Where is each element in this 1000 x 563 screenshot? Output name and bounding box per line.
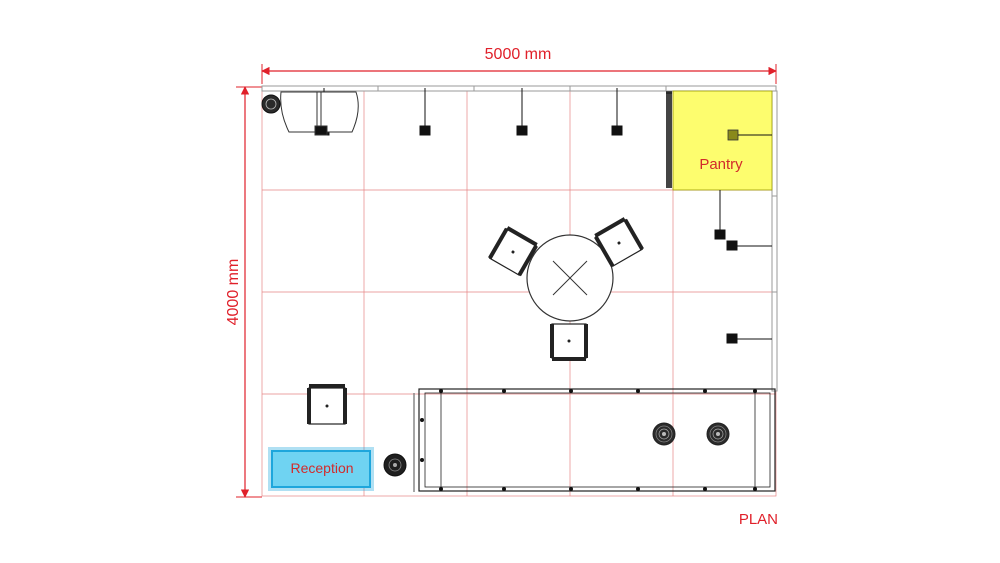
display-item-icon bbox=[706, 422, 730, 446]
spotlight-icon bbox=[419, 88, 431, 136]
spotlight-icon bbox=[726, 240, 772, 251]
spotlight-icon bbox=[516, 88, 528, 136]
plan-view-label: PLAN bbox=[739, 511, 778, 528]
round-table-group bbox=[488, 217, 644, 361]
chair-icon bbox=[488, 226, 538, 277]
chair-icon bbox=[550, 323, 588, 361]
reception-plant-icon bbox=[383, 453, 407, 477]
spotlight-icon bbox=[611, 88, 623, 136]
display-item-icon bbox=[652, 422, 676, 446]
display-counter bbox=[413, 388, 776, 492]
back-wall-spotlights bbox=[318, 88, 623, 136]
spotlight-icon bbox=[714, 190, 726, 240]
reception-label: Reception bbox=[290, 460, 353, 476]
pantry-label: Pantry bbox=[699, 156, 743, 173]
right-wall bbox=[771, 90, 778, 392]
corner-display-unit bbox=[280, 91, 359, 136]
pantry-area bbox=[672, 90, 773, 191]
corner-plant-icon bbox=[261, 94, 281, 114]
depth-dimension: 4000 mm bbox=[225, 86, 262, 498]
depth-dimension-label: 4000 mm bbox=[225, 259, 242, 326]
right-wall-spotlights bbox=[714, 190, 772, 344]
back-wall bbox=[261, 85, 777, 92]
pantry: Pantry bbox=[666, 90, 773, 191]
counter-posts bbox=[420, 389, 757, 491]
pantry-partition bbox=[666, 91, 672, 188]
reception-counter: Reception bbox=[268, 447, 374, 491]
pantry-spotlight-icon bbox=[727, 129, 739, 141]
chair-icon bbox=[594, 217, 644, 268]
width-dimension-label: 5000 mm bbox=[485, 46, 552, 63]
width-dimension: 5000 mm bbox=[261, 46, 777, 84]
reception-chair-icon bbox=[307, 384, 347, 425]
spotlight-icon bbox=[726, 333, 772, 344]
